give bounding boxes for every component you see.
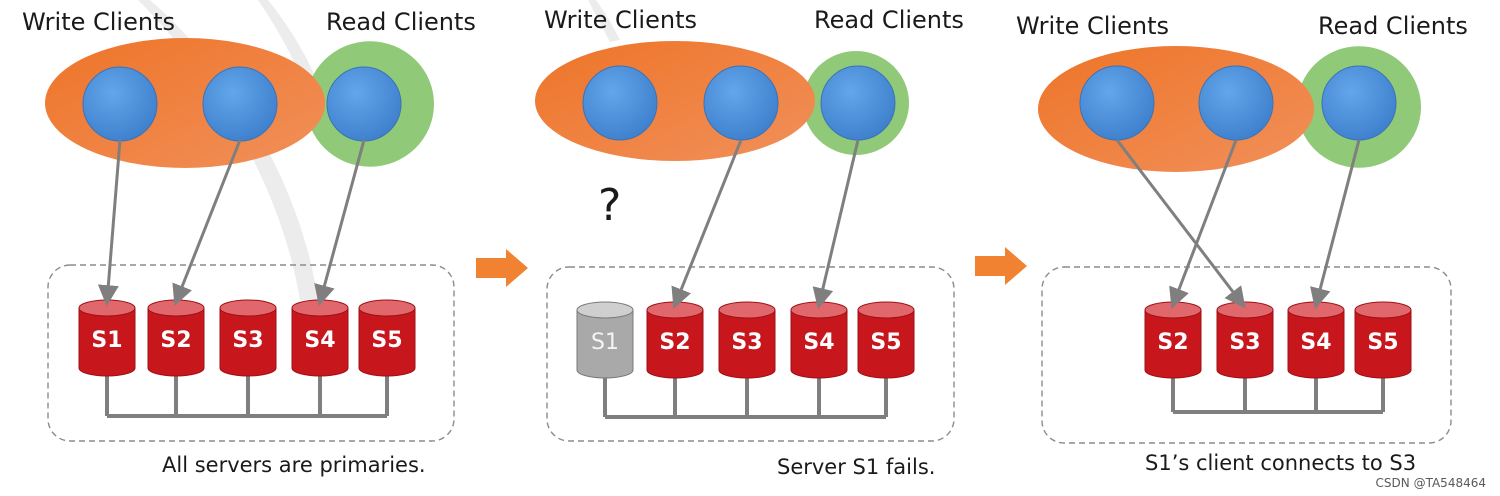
server-label: S3 <box>731 330 763 355</box>
server-cylinder-top <box>576 301 634 319</box>
server-cylinder <box>219 307 277 377</box>
background-swoosh <box>138 0 318 300</box>
server-cylinder-top <box>358 299 416 317</box>
server-label: S4 <box>1300 330 1332 355</box>
server-group-box <box>47 264 455 442</box>
server-cylinder <box>1287 309 1345 379</box>
server-cylinder <box>147 307 205 377</box>
read-client-node <box>1321 65 1397 141</box>
server-label: S4 <box>304 328 336 353</box>
client-server-connection <box>314 139 366 307</box>
write-client-node <box>582 65 658 141</box>
server-cylinder <box>790 309 848 379</box>
client-server-connection <box>172 139 242 306</box>
write-clients-title: Write Clients <box>544 6 697 34</box>
server-label: S2 <box>160 328 192 353</box>
server-cylinder <box>78 307 136 377</box>
server-group-box <box>546 266 955 442</box>
watermark: CSDN @TA548464 <box>1375 476 1486 490</box>
server-cylinder-top <box>78 299 136 317</box>
server-label: S2 <box>659 330 691 355</box>
server-label: S5 <box>371 328 403 353</box>
server-cylinder <box>646 309 704 379</box>
write-client-node <box>82 66 158 142</box>
write-client-node <box>703 65 779 141</box>
failed-server-cylinder <box>576 309 634 379</box>
write-client-node <box>202 66 278 142</box>
server-label: S3 <box>1229 330 1261 355</box>
client-server-connection <box>812 139 860 310</box>
client-server-connection <box>97 139 122 307</box>
server-cylinder <box>291 307 349 377</box>
flow-arrow <box>476 249 528 287</box>
panel-caption: S1’s client connects to S3 <box>1145 451 1417 475</box>
server-cylinder <box>1144 309 1202 379</box>
server-cylinder-top <box>1216 301 1274 319</box>
server-cylinder <box>358 307 416 377</box>
write-clients-title: Write Clients <box>22 8 175 36</box>
read-client-node <box>326 66 402 142</box>
read-clients-title: Read Clients <box>326 8 476 36</box>
server-label: S5 <box>870 330 902 355</box>
server-label: S1 <box>91 328 123 353</box>
server-cylinder-top <box>718 301 776 319</box>
write-client-node <box>1079 65 1155 141</box>
client-server-connection <box>1115 139 1246 309</box>
write-clients-title: Write Clients <box>1016 12 1169 40</box>
read-clients-title: Read Clients <box>814 6 964 34</box>
client-server-connection <box>1310 139 1361 310</box>
server-cylinder-top <box>147 299 205 317</box>
read-clients-title: Read Clients <box>1318 12 1468 40</box>
server-cylinder <box>718 309 776 379</box>
write-client-node <box>1198 65 1274 141</box>
server-cylinder-top <box>857 301 915 319</box>
unknown-connection-marker: ? <box>598 180 622 231</box>
server-cylinder-top <box>291 299 349 317</box>
server-label: S5 <box>1367 330 1399 355</box>
failed-server-label: S1 <box>591 330 619 355</box>
server-cylinder <box>1216 309 1274 379</box>
server-cylinder-top <box>1354 301 1412 319</box>
background-swoosh <box>588 0 620 42</box>
server-group-box <box>1041 266 1452 444</box>
client-server-connection <box>671 139 743 309</box>
server-label: S4 <box>803 330 835 355</box>
server-label: S2 <box>1157 330 1189 355</box>
server-cylinder-top <box>219 299 277 317</box>
panel-caption: Server S1 fails. <box>777 455 936 479</box>
client-server-connection <box>1169 139 1238 309</box>
server-label: S3 <box>232 328 264 353</box>
flow-arrow <box>975 247 1027 285</box>
server-cylinder <box>857 309 915 379</box>
panel-caption: All servers are primaries. <box>162 453 426 477</box>
server-cylinder <box>1354 309 1412 379</box>
read-client-node <box>820 65 896 141</box>
